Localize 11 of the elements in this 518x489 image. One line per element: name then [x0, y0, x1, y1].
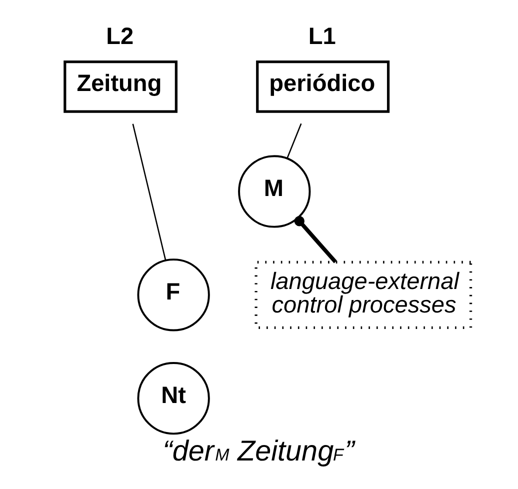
- caption: “derM ZeitungF”: [162, 436, 354, 468]
- node-label: L1: [308, 23, 336, 50]
- connector: [132, 124, 166, 260]
- node-circle: Nt: [137, 362, 210, 435]
- node-box: language-external control processes: [254, 260, 472, 329]
- node-box: periódico: [256, 60, 390, 113]
- connector: [286, 123, 302, 159]
- node-box: Zeitung: [64, 60, 178, 113]
- node-circle: F: [137, 258, 210, 332]
- connector: [294, 216, 337, 264]
- node-label: L2: [106, 23, 134, 50]
